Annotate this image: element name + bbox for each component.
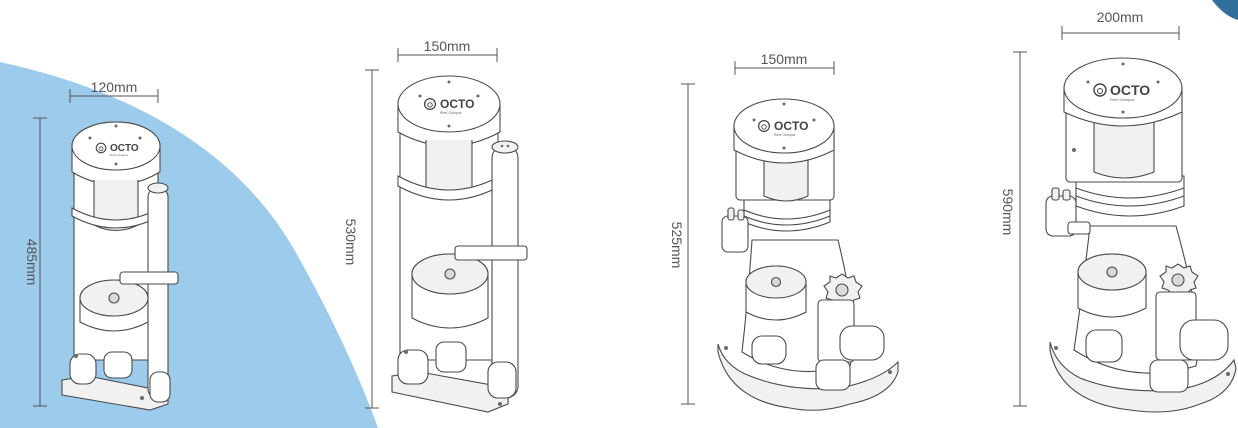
skimmer-2-height-label: 530mm [343,219,359,266]
background-arc [0,62,378,428]
skimmer-2-width-dimension: 150mm [397,38,498,62]
skimmer-2-group: 150mm 530mm [343,38,528,413]
skimmer-2-height-dimension: 530mm [343,69,379,409]
skimmer-2-logo: OCTO [440,97,474,111]
skimmer-3-height-label: 525mm [669,222,685,269]
corner-accent [1212,0,1238,20]
skimmer-2-logo-sub: Reef Octopus [440,111,462,115]
skimmer-4-group: 200mm 590mm [1000,9,1237,413]
skimmer-1-height-dimension: 485mm [24,117,47,407]
skimmer-4-width-label: 200mm [1097,9,1144,25]
skimmer-2-width-label: 150mm [424,38,471,54]
skimmer-3-logo: OCTO [774,119,808,133]
skimmer-1-height-label: 485mm [24,239,40,286]
skimmer-1-width-dimension: 120mm [69,79,159,103]
skimmer-4-height-label: 590mm [1000,189,1016,236]
skimmer-3-group: 150mm 525mm [669,51,899,411]
skimmer-4-width-dimension: 200mm [1061,9,1180,40]
skimmer-3-drawing: OCTO Reef Octopus [717,98,899,411]
skimmer-1-width-label: 120mm [91,79,138,95]
skimmer-2-drawing: OCTO Reef Octopus [391,75,528,413]
skimmer-4-logo-sub: Reef Octopus [1110,97,1134,102]
skimmer-3-width-label: 150mm [761,51,808,67]
skimmer-1-logo-sub: Reef Octopus [110,153,129,157]
skimmer-3-width-dimension: 150mm [734,51,835,75]
skimmer-1-drawing: OCTO Reef Octopus [61,121,179,411]
skimmer-4-drawing: OCTO Reef Octopus [1045,57,1237,413]
skimmer-3-height-dimension: 525mm [669,83,695,405]
skimmer-1-group: 120mm 485mm [24,79,179,411]
skimmer-1-logo: OCTO [110,143,139,154]
skimmer-3-logo-sub: Reef Octopus [774,133,796,137]
skimmer-4-height-dimension: 590mm [1000,51,1027,407]
skimmer-4-logo: OCTO [1110,82,1150,98]
